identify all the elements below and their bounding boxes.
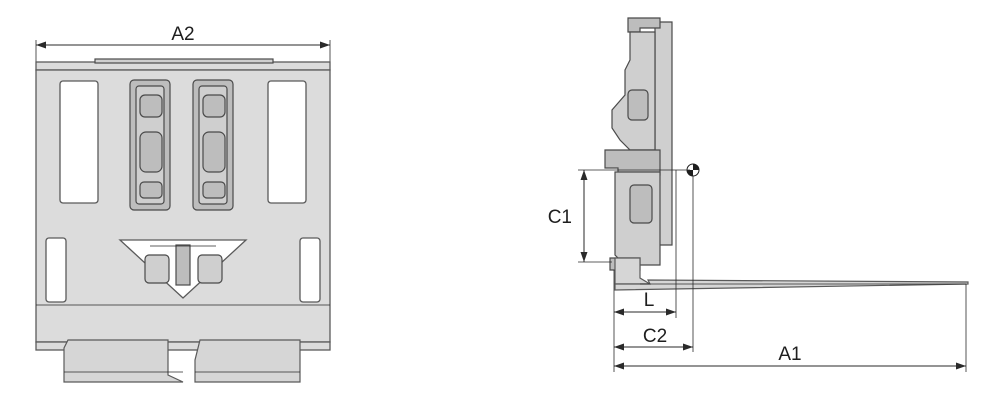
front-view: A2 <box>35 24 331 383</box>
bottom-rail <box>35 341 331 351</box>
right-cylinder <box>192 79 234 211</box>
fork-blade <box>614 279 969 291</box>
top-rail-lip <box>94 58 274 64</box>
right-fork-hook <box>194 339 301 383</box>
c2-label: C2 <box>643 326 667 347</box>
a2-dimension: A2 <box>35 24 331 68</box>
c2-dimension: C2 <box>614 326 693 351</box>
a1-dimension: A1 <box>614 344 966 370</box>
lower-detail <box>629 184 653 224</box>
c1-dimension: C1 <box>548 169 690 263</box>
c1-label: C1 <box>548 207 572 228</box>
l-dimension: L <box>614 290 676 316</box>
triangle-opening <box>118 239 248 299</box>
right-small-slot <box>299 237 321 303</box>
left-window <box>59 80 99 204</box>
upper-hook <box>627 17 661 33</box>
l-label: L <box>644 290 655 311</box>
right-window <box>267 80 307 204</box>
a2-label: A2 <box>171 24 194 45</box>
cylinder-cap <box>627 89 649 121</box>
left-fork-hook <box>63 339 184 383</box>
left-cylinder <box>129 79 171 211</box>
fork-heel <box>614 257 653 285</box>
side-view: C1 L C2 A1 <box>548 17 969 372</box>
a1-label: A1 <box>778 344 801 365</box>
left-small-slot <box>45 237 67 303</box>
mid-mount <box>604 149 661 176</box>
